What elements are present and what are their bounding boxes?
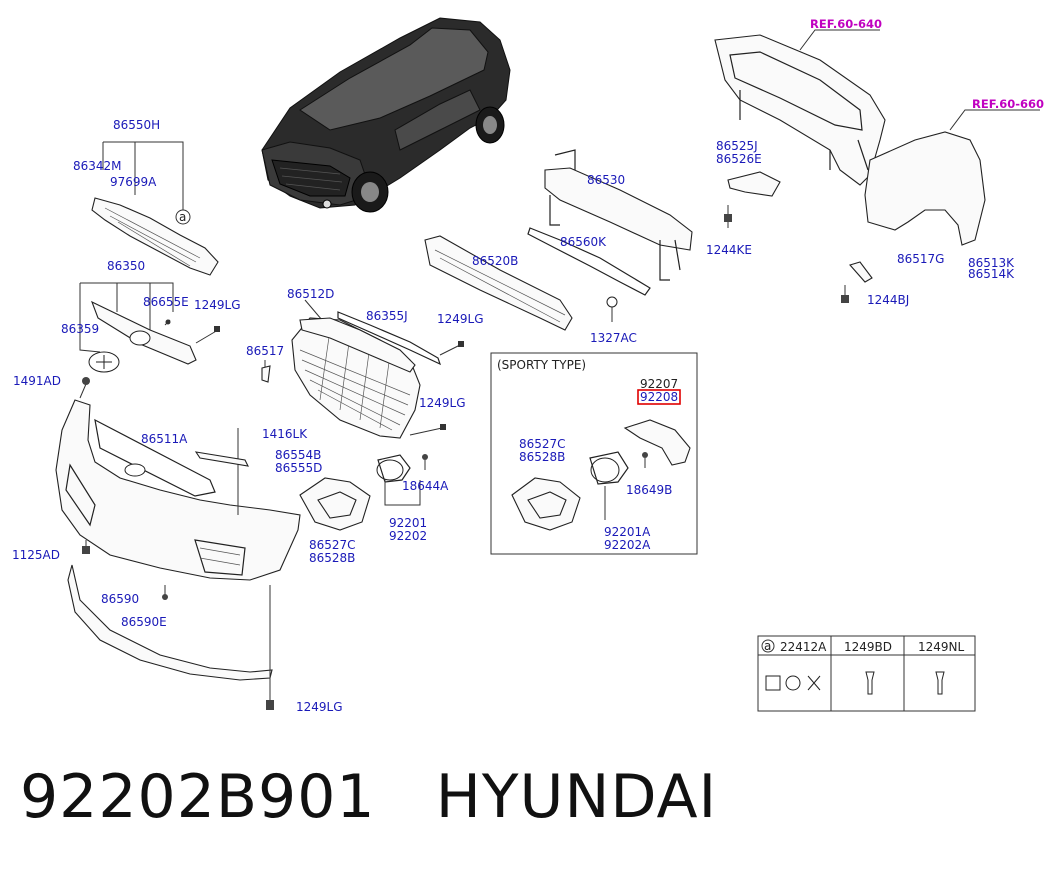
label-86517g: 86517G — [897, 252, 944, 266]
label-86511a: 86511A — [141, 432, 188, 446]
label-92201-1: 92201 — [389, 516, 427, 530]
label-86520b: 86520B — [472, 254, 518, 268]
label-1249lg-1: 1249LG — [194, 298, 241, 312]
label-86530: 86530 — [587, 173, 625, 187]
label-1491ad: 1491AD — [13, 374, 61, 388]
label-circle-a: a — [179, 210, 186, 224]
label-1327ac: 1327AC — [590, 331, 637, 345]
part-86590e-lip — [67, 564, 274, 710]
label-86525j: 86525J — [716, 139, 758, 153]
label-86526e: 86526E — [716, 152, 762, 166]
label-97699a: 97699A — [110, 175, 157, 189]
label-86560k: 86560K — [560, 235, 607, 249]
label-86514k: 86514K — [968, 267, 1015, 281]
part-86520b-absorber — [424, 235, 573, 331]
label-1249lg-2: 1249LG — [437, 312, 484, 326]
label-86590: 86590 — [101, 592, 139, 606]
part-86525j — [727, 171, 781, 197]
ref-60-660[interactable]: REF.60-660 — [972, 97, 1044, 111]
label-86517: 86517 — [246, 344, 284, 358]
label-1244bj: 1244BJ — [867, 293, 909, 307]
sporty-type-title: (SPORTY TYPE) — [497, 358, 586, 372]
part-86560k — [527, 227, 651, 296]
label-1249lg-3: 1249LG — [419, 396, 466, 410]
table-header-1249bd: 1249BD — [844, 640, 892, 654]
label-92208[interactable]: 92208 — [640, 390, 678, 404]
footer-part-number: 92202B901 — [20, 762, 376, 832]
table-header-1249nl: 1249NL — [918, 640, 965, 654]
label-86359: 86359 — [61, 322, 99, 336]
label-1244ke: 1244KE — [706, 243, 752, 257]
part-86550h-group — [91, 141, 219, 276]
highlight-box-92208[interactable] — [637, 389, 681, 405]
label-86527c-1: 86527C — [309, 538, 356, 552]
label-1416lk: 1416LK — [262, 427, 308, 441]
car-illustration — [261, 17, 511, 213]
label-86655e: 86655E — [143, 295, 189, 309]
label-86528b-sporty: 86528B — [519, 450, 565, 464]
label-86513k: 86513K — [968, 256, 1015, 270]
label-18649b: 18649B — [626, 483, 672, 497]
label-92202a: 92202A — [604, 538, 651, 552]
part-86350-group — [79, 282, 220, 373]
front-fender — [864, 109, 1040, 246]
label-92202-1: 92202 — [389, 529, 427, 543]
table-header-22412a: 22412A — [780, 640, 827, 654]
front-bumper-cover — [55, 377, 301, 581]
radiator-support — [714, 29, 886, 186]
ref-60-640[interactable]: REF.60-640 — [810, 17, 882, 31]
label-86528b-1: 86528B — [309, 551, 355, 565]
sporty-fog-lamp — [589, 451, 629, 485]
label-86555d: 86555D — [275, 461, 322, 475]
part-86530-beam — [544, 149, 693, 281]
label-1125ad: 1125AD — [12, 548, 60, 562]
label-86355j: 86355J — [366, 309, 408, 323]
label-86590e: 86590E — [121, 615, 167, 629]
label-92201a: 92201A — [604, 525, 651, 539]
label-86342m: 86342M — [73, 159, 122, 173]
fog-lamp-standard-group — [299, 454, 428, 531]
part-92208-cover — [623, 419, 691, 466]
label-86550h: 86550H — [113, 118, 160, 132]
fastener-table — [757, 635, 976, 712]
footer-brand: HYUNDAI — [435, 762, 718, 832]
table-circle-a: a — [764, 639, 771, 653]
label-92207: 92207 — [640, 377, 678, 391]
label-18644a: 18644A — [402, 479, 449, 493]
label-86512d: 86512D — [287, 287, 334, 301]
label-86527c-sporty: 86527C — [519, 437, 566, 451]
footer-caption: 92202B901 HYUNDAI — [20, 762, 717, 832]
part-86355j — [337, 311, 442, 366]
part-86517g — [849, 261, 873, 283]
label-86554b: 86554B — [275, 448, 321, 462]
label-1249lg-4: 1249LG — [296, 700, 343, 714]
part-86512d-grille — [261, 299, 421, 439]
label-86350: 86350 — [107, 259, 145, 273]
